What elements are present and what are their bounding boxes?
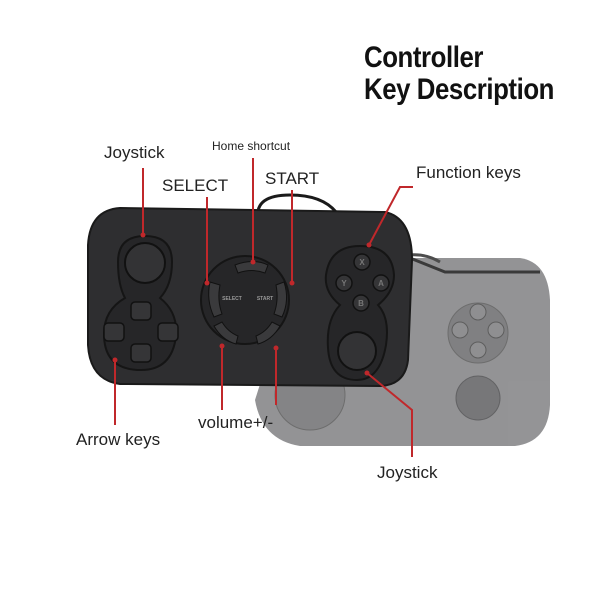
label-joystick-right: Joystick xyxy=(377,463,438,482)
dpad-up xyxy=(130,301,152,321)
select-print: SELECT xyxy=(222,296,242,302)
label-function-keys: Function keys xyxy=(416,163,521,182)
label-joystick-left: Joystick xyxy=(104,143,165,162)
button-a-label: A xyxy=(378,279,384,288)
select-button[interactable] xyxy=(208,281,223,318)
button-a[interactable] xyxy=(372,274,390,292)
dpad[interactable] xyxy=(103,301,179,363)
start-print: START xyxy=(257,296,273,302)
label-volume: volume+/- xyxy=(198,413,274,432)
front-controller xyxy=(87,206,414,388)
button-y-label: Y xyxy=(341,279,347,288)
volume-up-button[interactable] xyxy=(255,321,281,345)
label-arrow-keys: Arrow keys xyxy=(76,430,161,449)
start-button[interactable] xyxy=(273,281,288,318)
button-b-label: B xyxy=(358,299,364,308)
dpad-left xyxy=(103,322,125,342)
button-x-label: X xyxy=(359,258,365,267)
callout-lines xyxy=(114,158,413,457)
button-x[interactable] xyxy=(353,253,371,271)
button-y[interactable] xyxy=(335,274,353,292)
cable xyxy=(256,193,338,219)
button-b[interactable] xyxy=(352,294,370,312)
left-joystick[interactable] xyxy=(124,242,166,284)
dpad-right xyxy=(157,322,179,342)
label-home-shortcut: Home shortcut xyxy=(212,139,291,153)
label-select: SELECT xyxy=(162,176,229,195)
volume-down-button[interactable] xyxy=(213,321,239,345)
dpad-down xyxy=(130,343,152,363)
title-line-1: Controller xyxy=(364,41,483,74)
label-start: START xyxy=(265,169,320,188)
right-joystick[interactable] xyxy=(337,331,377,371)
title-line-2: Key Description xyxy=(364,73,554,106)
home-button[interactable] xyxy=(234,261,269,274)
